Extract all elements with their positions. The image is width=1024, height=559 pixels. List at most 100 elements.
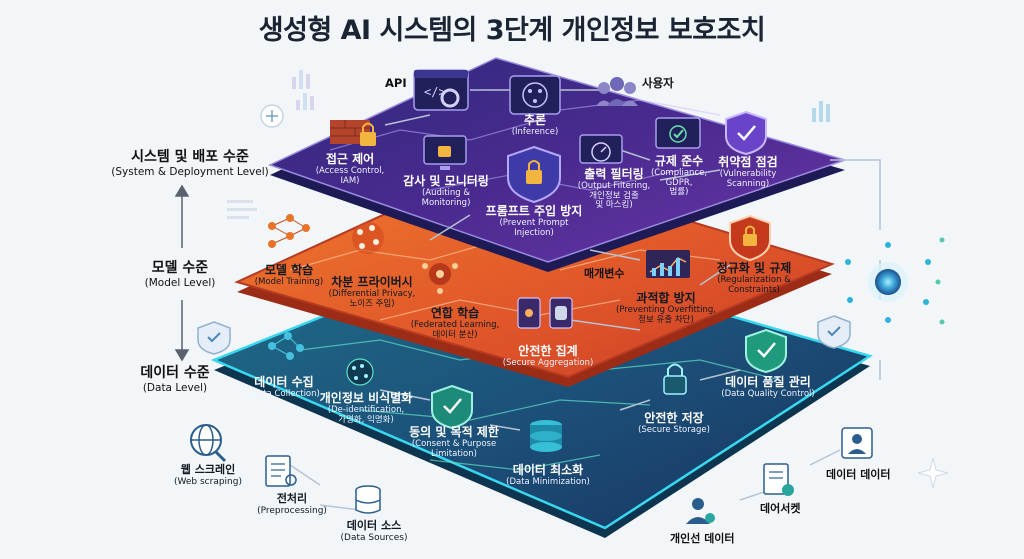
flow-arrows [289, 89, 881, 511]
secure-agg-en: (Secure Aggregation) [502, 357, 594, 368]
user-label: 사용자 [642, 76, 674, 90]
vulnerability-shield-icon [725, 110, 767, 156]
dataset-doc-icon [763, 463, 794, 496]
vulnerability-en1: (Vulnerability [719, 168, 777, 179]
compliance-ko: 규제 준수 [654, 154, 704, 168]
consent-en1: (Consent & Purpose [411, 438, 497, 449]
compliance-en1: (Compliance, [650, 167, 708, 178]
auditing-ko: 감사 및 모니터링 [403, 174, 489, 188]
storage-en: (Secure Storage) [638, 424, 710, 435]
regularization-en2: Constraints) [728, 284, 780, 295]
inference-label: 추론 (Inference) [500, 113, 570, 138]
federated-ko: 연합 학습 [430, 306, 480, 320]
inference-ko: 추론 [523, 113, 547, 127]
regularization-label: 정규화 및 규제 (Regularization & Constraints) [706, 261, 802, 295]
quality-ko: 데이터 품질 관리 [725, 375, 811, 389]
page-title: 생성형 AI 시스템의 3단계 개인정보 보호조치 [258, 15, 766, 46]
consent-ko: 동의 및 목적 제한 [409, 425, 499, 439]
prompt-ko: 프롬프트 주입 방지 [485, 204, 583, 218]
dp-en2: 노이즈 주입) [349, 298, 395, 309]
deid-label: 개인정보 비식별화 (De-identification, 가명화, 익명화) [316, 391, 416, 425]
model-level-en: (Model Level) [144, 277, 216, 289]
vulnerability-ko: 취약점 점검 [718, 155, 778, 169]
access-control-ko: 접근 제어 [325, 152, 375, 166]
deid-en2: 가명화, 익명화) [338, 414, 394, 425]
secure-agg-ko: 안전한 집계 [518, 344, 578, 358]
level-axis [174, 184, 190, 362]
model-level-label: 모델 수준 (Model Level) [110, 257, 250, 289]
collection-en: (Data Collection) [248, 388, 320, 399]
deid-en1: (De-identification, [327, 404, 405, 415]
storage-ko: 안전한 저장 [644, 411, 704, 425]
inference-en: (Inference) [511, 126, 559, 137]
data-data-label: 데이터 데이터 [826, 468, 891, 481]
data-collection-nodes-icon [268, 332, 304, 360]
system-level-en: (System & Deployment Level) [111, 166, 269, 178]
regularization-en1: (Regularization & [717, 274, 791, 285]
vulnerability-en2: Scanning) [726, 178, 770, 189]
data-level-label: 데이터 수준 (Data Level) [110, 362, 240, 394]
compliance-check-icon [655, 117, 701, 149]
preprocess-document-icon [265, 455, 297, 487]
vulnerability-label: 취약점 점검 (Vulnerability Scanning) [708, 155, 788, 189]
overfit-en2: 정보 유출 차단) [638, 314, 694, 325]
pre-en: (Preprocessing) [257, 505, 327, 516]
svg-text:</>: </> [424, 85, 446, 99]
output-en3: 및 마스킹) [595, 200, 633, 211]
sparkle-icon [917, 457, 949, 489]
regularization-shield-icon [729, 214, 771, 262]
training-en: (Model Training) [254, 276, 324, 287]
personal-data-label: 개인선 데이터 [670, 532, 735, 545]
access-control-label: 접근 제어 (Access Control, IAM) [305, 152, 395, 186]
system-level-ko: 시스템 및 배포 수준 [131, 149, 249, 165]
minimization-ko: 데이터 최소화 [512, 463, 584, 477]
deid-icon [346, 358, 374, 386]
auditing-label: 감사 및 모니터링 (Auditing & Monitoring) [398, 174, 494, 208]
badge-icon [260, 104, 284, 128]
preprocessing-label: 전처리 (Preprocessing) [252, 492, 332, 516]
model-training-label: 모델 학습 (Model Training) [245, 263, 333, 288]
firewall-lock-icon [330, 120, 376, 146]
right-shield-icon [817, 315, 851, 349]
auditing-en1: (Auditing & [421, 187, 471, 198]
secure-storage-lock-icon [663, 363, 687, 395]
inference-brain-icon [509, 75, 561, 115]
quality-en: (Data Quality Control) [721, 388, 815, 399]
consent-shield-icon [431, 384, 473, 430]
database-icon [530, 420, 562, 452]
model-level-ko: 모델 수준 [151, 260, 209, 276]
federated-en2: 데이터 분산) [432, 329, 478, 340]
bg-chart-icon [227, 70, 830, 219]
quality-shield-icon [745, 328, 787, 374]
api-code-icon: </> [413, 69, 469, 111]
web-ko: 웹 스크레인 [180, 463, 236, 476]
sources-ko: 데이터 소스 [346, 519, 402, 532]
side-shield-icon [197, 321, 231, 355]
consent-label: 동의 및 목적 제한 (Consent & Purpose Limitation… [404, 425, 504, 459]
network-orb [845, 237, 945, 325]
prompt-en2: Injection) [514, 227, 554, 238]
dp-label: 차분 프라이버시 (Differential Privacy, 노이즈 주입) [320, 275, 424, 309]
prompt-en1: (Prevent Prompt [499, 217, 569, 228]
dp-ko: 차분 프라이버시 [331, 275, 413, 289]
data-level-en: (Data Level) [142, 382, 208, 394]
federated-nodes-icon [422, 263, 458, 294]
compliance-label: 규제 준수 (Compliance, GDPR, 법률) [644, 154, 714, 198]
minimization-label: 데이터 최소화 (Data Minimization) [500, 463, 596, 488]
system-level-label: 시스템 및 배포 수준 (System & Deployment Level) [110, 146, 270, 178]
collection-ko: 데이터 수집 [254, 375, 314, 389]
sources-en: (Data Sources) [340, 532, 408, 543]
compliance-en2: GDPR, [665, 177, 693, 188]
federated-en1: (Federated Learning, [410, 319, 500, 330]
output-en1: (Output Filtering, [577, 180, 651, 191]
deid-ko: 개인정보 비식별화 [319, 391, 413, 405]
secure-aggregation-icon [517, 297, 573, 329]
model-level-layer [234, 161, 835, 387]
output-ko: 출력 필터링 [584, 167, 644, 181]
storage-label: 안전한 저장 (Secure Storage) [636, 411, 712, 436]
consent-en2: Limitation) [431, 448, 477, 459]
minimization-en: (Data Minimization) [506, 476, 590, 487]
neural-network-icon [268, 214, 310, 248]
output-filtering-label: 출력 필터링 (Output Filtering, 개인정보 검출 및 마스킹) [566, 167, 662, 211]
